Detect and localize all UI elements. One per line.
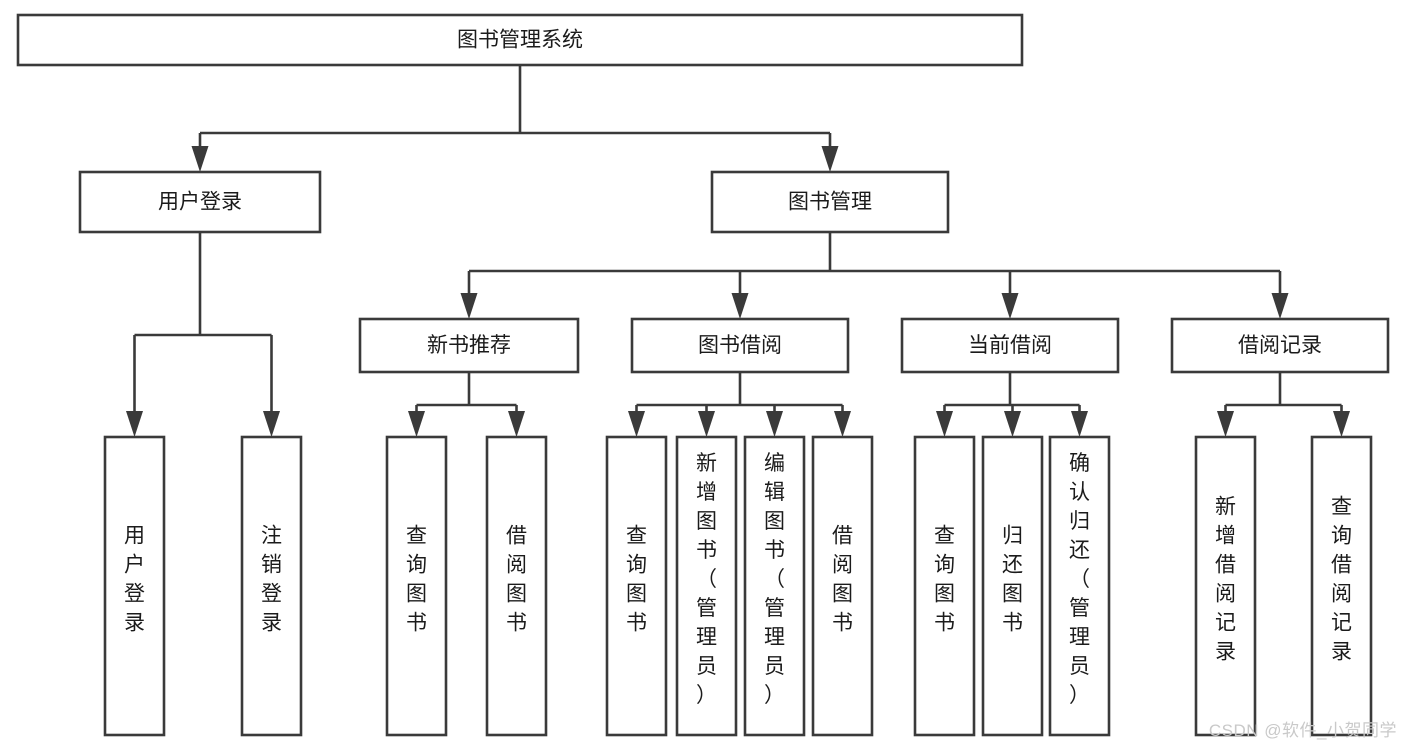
node-current-borrow[interactable]: 当前借阅	[900, 317, 1120, 374]
node-label-leaf-query-book-3: 查询图书	[934, 525, 955, 635]
node-label-book-borrow: 图书借阅	[698, 334, 782, 357]
node-leaf-edit-book[interactable]: 编辑图书（管理员）	[743, 435, 806, 737]
node-leaf-query-record[interactable]: 查询借阅记录	[1310, 435, 1373, 737]
node-leaf-query-book-1[interactable]: 查询图书	[385, 435, 448, 737]
arrow-head-icon	[698, 411, 715, 437]
node-label-leaf-add-record: 新增借阅记录	[1215, 496, 1236, 664]
node-box-leaf-add-record[interactable]	[1194, 435, 1257, 737]
node-box-leaf-edit-book[interactable]	[743, 435, 806, 737]
arrow-head-icon	[1001, 293, 1019, 319]
node-leaf-borrow-book-2[interactable]: 借阅图书	[811, 435, 874, 737]
node-leaf-add-record[interactable]: 新增借阅记录	[1194, 435, 1257, 737]
arrow-head-icon	[191, 146, 209, 172]
node-label-book-manage: 图书管理	[788, 191, 872, 214]
node-box-leaf-logout[interactable]	[240, 435, 303, 737]
node-box-leaf-query-book-3[interactable]	[913, 435, 976, 737]
node-leaf-user-login[interactable]: 用户登录	[103, 435, 166, 737]
arrow-head-icon	[1004, 411, 1021, 437]
node-box-leaf-query-record[interactable]	[1310, 435, 1373, 737]
arrow-head-icon	[126, 411, 143, 437]
arrow-head-icon	[460, 293, 478, 319]
node-box-current-borrow[interactable]	[900, 317, 1120, 374]
arrow-head-icon	[834, 411, 851, 437]
node-label-current-borrow: 当前借阅	[968, 334, 1052, 357]
node-label-root: 图书管理系统	[457, 29, 583, 52]
node-box-leaf-query-book-2[interactable]	[605, 435, 668, 737]
csdn-watermark: CSDN @软件_小贺同学	[1208, 721, 1397, 740]
node-book-borrow[interactable]: 图书借阅	[630, 317, 850, 374]
node-leaf-logout[interactable]: 注销登录	[240, 435, 303, 737]
node-label-leaf-return-book: 归还图书	[1002, 525, 1023, 635]
arrow-head-icon	[1217, 411, 1234, 437]
node-box-book-borrow[interactable]	[630, 317, 850, 374]
node-label-leaf-confirm-return: 确认归还（管理员）	[1069, 452, 1090, 707]
arrow-head-icon	[766, 411, 783, 437]
node-label-user-login: 用户登录	[158, 191, 242, 214]
arrow-head-icon	[263, 411, 280, 437]
node-box-leaf-user-login[interactable]	[103, 435, 166, 737]
node-label-leaf-borrow-book-1: 借阅图书	[506, 525, 527, 635]
arrow-head-icon	[731, 293, 749, 319]
connector-group	[408, 372, 525, 437]
connector-group	[191, 65, 839, 172]
arrow-head-icon	[936, 411, 953, 437]
node-root[interactable]: 图书管理系统	[16, 13, 1024, 67]
arrow-head-icon	[408, 411, 425, 437]
connector-group	[1217, 372, 1350, 437]
node-layer: 图书管理系统用户登录图书管理新书推荐图书借阅当前借阅借阅记录用户登录注销登录查询…	[16, 13, 1390, 737]
connector-group	[126, 232, 280, 437]
node-box-leaf-confirm-return[interactable]	[1048, 435, 1111, 737]
node-box-book-manage[interactable]	[710, 170, 950, 234]
node-label-leaf-query-book-2: 查询图书	[626, 525, 647, 635]
connector-group	[628, 372, 851, 437]
node-label-leaf-add-book: 新增图书（管理员）	[696, 452, 717, 707]
node-leaf-return-book[interactable]: 归还图书	[981, 435, 1044, 737]
arrow-head-icon	[508, 411, 525, 437]
node-box-leaf-borrow-book-2[interactable]	[811, 435, 874, 737]
node-box-leaf-add-book[interactable]	[675, 435, 738, 737]
node-leaf-borrow-book-1[interactable]: 借阅图书	[485, 435, 548, 737]
node-label-leaf-edit-book: 编辑图书（管理员）	[764, 452, 785, 707]
node-label-leaf-query-book-1: 查询图书	[406, 525, 427, 635]
connector-layer	[126, 65, 1350, 437]
node-leaf-confirm-return[interactable]: 确认归还（管理员）	[1048, 435, 1111, 737]
node-label-leaf-query-record: 查询借阅记录	[1331, 496, 1352, 664]
node-label-new-book-rec: 新书推荐	[427, 334, 511, 357]
arrow-head-icon	[1271, 293, 1289, 319]
connector-group	[460, 232, 1289, 319]
node-borrow-record[interactable]: 借阅记录	[1170, 317, 1390, 374]
arrow-head-icon	[1333, 411, 1350, 437]
node-box-leaf-borrow-book-1[interactable]	[485, 435, 548, 737]
node-box-leaf-return-book[interactable]	[981, 435, 1044, 737]
arrow-head-icon	[821, 146, 839, 172]
arrow-head-icon	[628, 411, 645, 437]
node-label-borrow-record: 借阅记录	[1238, 334, 1322, 357]
arrow-head-icon	[1071, 411, 1088, 437]
node-box-root[interactable]	[16, 13, 1024, 67]
node-box-user-login[interactable]	[78, 170, 322, 234]
node-leaf-query-book-3[interactable]: 查询图书	[913, 435, 976, 737]
node-label-leaf-borrow-book-2: 借阅图书	[832, 525, 853, 635]
node-leaf-add-book[interactable]: 新增图书（管理员）	[675, 435, 738, 737]
connector-group	[936, 372, 1088, 437]
node-label-leaf-user-login: 用户登录	[124, 525, 145, 635]
node-new-book-rec[interactable]: 新书推荐	[358, 317, 580, 374]
node-book-manage[interactable]: 图书管理	[710, 170, 950, 234]
node-user-login[interactable]: 用户登录	[78, 170, 322, 234]
node-box-borrow-record[interactable]	[1170, 317, 1390, 374]
node-box-new-book-rec[interactable]	[358, 317, 580, 374]
node-leaf-query-book-2[interactable]: 查询图书	[605, 435, 668, 737]
node-box-leaf-query-book-1[interactable]	[385, 435, 448, 737]
node-label-leaf-logout: 注销登录	[261, 525, 282, 635]
